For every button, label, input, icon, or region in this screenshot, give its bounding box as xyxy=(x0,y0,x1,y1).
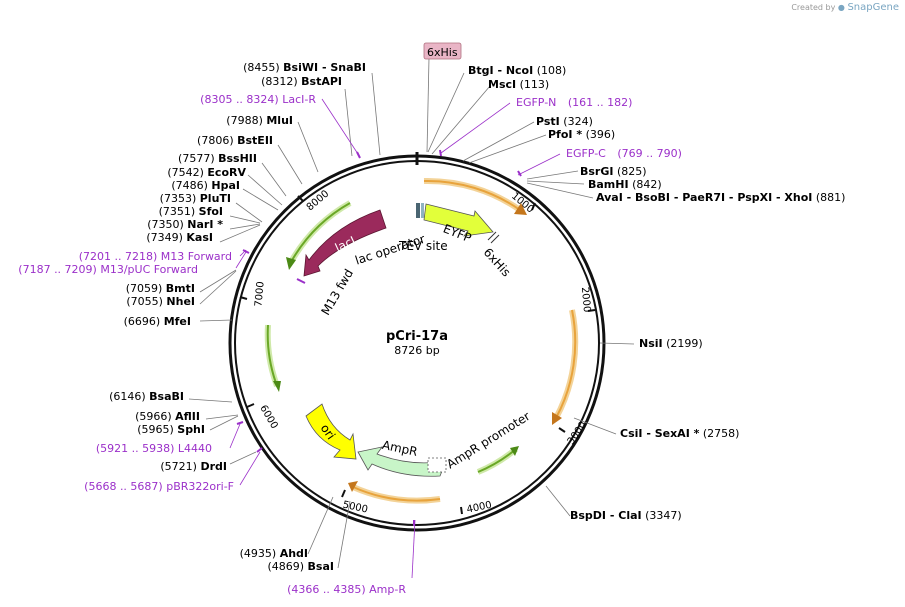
primer-label: (4366 .. 4385) Amp-R xyxy=(287,583,406,596)
his-inner-label: 6xHis xyxy=(481,245,514,279)
plasmid-name: pCri-17a xyxy=(386,329,448,344)
ampr-promoter-label: AmpR promoter xyxy=(444,409,532,471)
enzyme-label: CsiI - SexAI * (2758) xyxy=(620,427,739,440)
laci-feature xyxy=(303,209,387,277)
snapgene-credit: Created by ● SnapGene xyxy=(791,2,899,13)
primer-label: (5668 .. 5687) pBR322ori-F xyxy=(84,480,234,493)
enzyme-label: BspDI - ClaI (3347) xyxy=(570,509,682,522)
eyfp-feature xyxy=(423,203,494,237)
leader-lines xyxy=(188,72,635,569)
enzyme-label: PstI (324) xyxy=(536,115,593,128)
his-tag-box xyxy=(423,42,462,60)
enzyme-label: (5965) SphI xyxy=(137,423,205,436)
tick-label-3000: 3000 xyxy=(566,420,590,447)
enzyme-label: PfoI * (396) xyxy=(548,128,615,141)
primer-ticks xyxy=(236,149,522,526)
credit-brand: SnapGene xyxy=(847,2,899,13)
ampr-feature xyxy=(357,446,447,477)
green-arc-bottom-right-head xyxy=(510,446,519,456)
enzyme-label: BtgI - NcoI (108) xyxy=(468,64,566,77)
enzyme-label: (7059) BmtI xyxy=(126,282,195,295)
tick-label-7000: 7000 xyxy=(253,281,266,307)
enzyme-label: (7577) BssHII xyxy=(178,152,257,165)
enzyme-label: (8455) BsiWI - SnaBI xyxy=(243,61,366,74)
orange-arc-right xyxy=(553,309,579,420)
his-tag-mark xyxy=(416,203,420,218)
enzyme-label: (5721) DrdI xyxy=(160,460,227,473)
tev-site-label: TEV site xyxy=(398,239,448,253)
enzyme-label: NsiI (2199) xyxy=(639,337,703,350)
tick-label-6000: 6000 xyxy=(257,403,279,431)
snapgene-logo-icon: ● xyxy=(837,3,845,12)
plasmid-size: 8726 bp xyxy=(394,344,439,357)
enzyme-label: (7350) NarI * xyxy=(147,218,223,231)
orange-arc-top xyxy=(423,177,522,213)
enzyme-label: (7806) BstEII xyxy=(197,134,273,147)
primer-lines xyxy=(229,98,561,579)
tick-label-5000: 5000 xyxy=(342,500,369,516)
m13-fwd-mark xyxy=(296,278,306,284)
primer-label: (7187 .. 7209) M13/pUC Forward xyxy=(18,263,198,276)
ampr-label: AmpR xyxy=(381,438,419,459)
credit-prefix: Created by xyxy=(791,3,836,12)
ori-feature xyxy=(305,403,357,460)
green-arc-upper-left-head xyxy=(286,257,296,270)
enzyme-label: (4935) AhdI xyxy=(240,547,308,560)
tick-label-4000: 4000 xyxy=(466,500,493,516)
enzyme-label: (8312) BstAPI xyxy=(261,75,342,88)
enzyme-label: (7349) KasI xyxy=(146,231,213,244)
enzyme-label: MscI (113) xyxy=(488,78,549,91)
orange-arc-right-head xyxy=(552,412,562,425)
enzyme-label: (7542) EcoRV xyxy=(167,166,246,179)
enzyme-label: (5966) AflII xyxy=(135,410,200,423)
enzyme-label: (7353) PluTI xyxy=(160,192,231,205)
primer-label: EGFP-C (769 .. 790) xyxy=(566,147,682,160)
position-ticks xyxy=(239,195,596,515)
tick-label-2000: 2000 xyxy=(579,287,592,313)
enzyme-label: (6696) MfeI xyxy=(124,315,191,328)
primer-label: EGFP-N (161 .. 182) xyxy=(516,96,632,109)
primer-label: (8305 .. 8324) LacI-R xyxy=(200,93,316,106)
enzyme-label: (7486) HpaI xyxy=(171,179,240,192)
green-arc-left-head xyxy=(273,381,281,392)
enzyme-label: AvaI - BsoBI - PaeR7I - PspXI - XhoI (88… xyxy=(596,191,845,204)
orange-arc-bottom-head xyxy=(348,481,358,492)
enzyme-label: BsrGI (825) xyxy=(580,165,647,178)
tev-site-mark xyxy=(421,203,424,218)
primer-labels: (8305 .. 8324) LacI-R (7201 .. 7218) M13… xyxy=(18,93,682,596)
primer-label: (7201 .. 7218) M13 Forward xyxy=(79,250,232,263)
enzyme-label: (6146) BsaBI xyxy=(109,390,184,403)
enzyme-label: (7351) SfoI xyxy=(159,205,223,218)
enzyme-label: BamHI (842) xyxy=(588,178,662,191)
primer-label: (5921 .. 5938) L4440 xyxy=(96,442,212,455)
his-tag-box-label: 6xHis xyxy=(427,46,458,59)
orange-arc-top-head xyxy=(514,203,527,215)
enzyme-labels-left: (8455) BsiWI - SnaBI (8312) BstAPI (7988… xyxy=(109,61,366,573)
enzyme-label: (7055) NheI xyxy=(126,295,195,308)
m13-fwd-label: M13 fwd xyxy=(318,267,356,318)
enzyme-label: (7988) MluI xyxy=(226,114,293,127)
enzyme-labels-right: BtgI - NcoI (108) MscI (113) PstI (324) … xyxy=(468,64,845,522)
ampr-promoter-mark xyxy=(427,457,447,473)
enzyme-label: (4869) BsaI xyxy=(267,560,334,573)
